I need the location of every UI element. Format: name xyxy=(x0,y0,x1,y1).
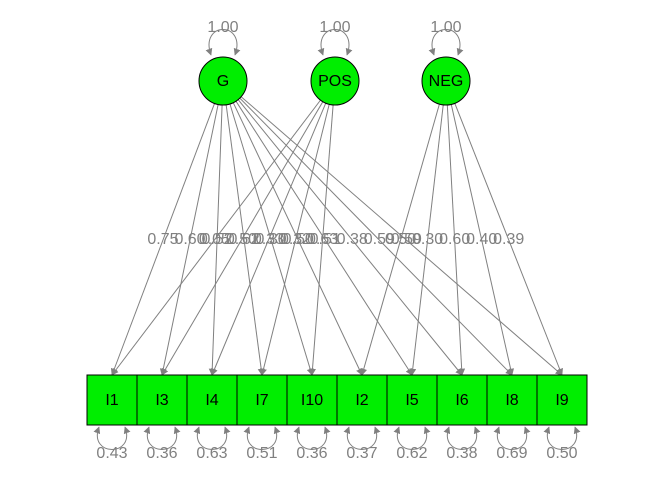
loading-label: 0.39 xyxy=(493,231,524,248)
loading-edge-neg-i5 xyxy=(409,104,444,376)
indicator-label: I2 xyxy=(355,392,368,409)
loading-edge-pos-i1 xyxy=(111,99,321,376)
loading-label: 0.05 xyxy=(199,231,230,248)
loading-edge-g-i2 xyxy=(232,102,363,376)
indicator-label: I8 xyxy=(505,392,518,409)
latent-label: G xyxy=(217,73,229,90)
loading-label: 0.52 xyxy=(201,231,232,248)
residual-loop-i2 xyxy=(343,426,381,450)
loading-edge-pos-i4 xyxy=(211,102,327,376)
indicator-label: I4 xyxy=(205,392,218,409)
loading-edge-neg-i6 xyxy=(446,104,466,376)
loading-label: 0.33 xyxy=(253,231,284,248)
residual-loop-i6 xyxy=(443,426,481,450)
residual-loop-i9 xyxy=(543,426,581,450)
residual-loop-i3 xyxy=(143,426,181,450)
loading-edge-g-i4 xyxy=(208,104,223,376)
indicator-box-i3 xyxy=(136,374,188,426)
loading-label: 0.50 xyxy=(283,231,314,248)
nodes: G POS NEG I1 I3 I4 I7 I10 I2 I5 I6 I8 I9 xyxy=(86,56,588,426)
indicator-box-i4 xyxy=(186,374,238,426)
edge-labels: 0.750.600.520.620.300.500.510.380.590.59… xyxy=(96,19,577,462)
indicator-label: I10 xyxy=(301,392,323,409)
loading-edge-g-i1 xyxy=(110,103,215,376)
variance-loops xyxy=(93,29,581,450)
indicator-box-i5 xyxy=(386,374,438,426)
loading-edge-pos-i3 xyxy=(161,101,324,376)
loading-label: 0.38 xyxy=(337,231,368,248)
residual-label: 0.63 xyxy=(196,445,227,462)
latent-node-neg xyxy=(421,56,471,106)
loading-edge-g-i5 xyxy=(235,100,413,376)
residual-label: 0.62 xyxy=(396,445,427,462)
loading-edges xyxy=(110,96,563,376)
residual-label: 0.69 xyxy=(496,445,527,462)
indicator-box-i2 xyxy=(336,374,388,426)
indicator-label: I6 xyxy=(455,392,468,409)
residual-label: 0.38 xyxy=(446,445,477,462)
loading-label: 0.60 xyxy=(174,231,205,248)
latent-label: NEG xyxy=(429,73,464,90)
variance-label: 1.00 xyxy=(430,19,461,36)
residual-label: 0.51 xyxy=(246,445,277,462)
residual-loop-i7 xyxy=(243,426,281,450)
residual-label: 0.37 xyxy=(346,445,377,462)
residual-loop-i1 xyxy=(93,426,131,450)
variance-loop-pos xyxy=(317,29,353,56)
loading-label: 0.40 xyxy=(466,231,497,248)
indicator-box-i9 xyxy=(536,374,588,426)
variance-loop-g xyxy=(205,29,241,56)
loading-label: 0.50 xyxy=(385,231,416,248)
loading-edge-g-i3 xyxy=(159,104,219,376)
indicator-label: I9 xyxy=(555,392,568,409)
indicator-label: I3 xyxy=(155,392,168,409)
latent-label: POS xyxy=(318,73,352,90)
residual-label: 0.36 xyxy=(296,445,327,462)
loading-edge-g-i6 xyxy=(237,99,463,376)
loading-edge-neg-i8 xyxy=(450,104,515,376)
latent-node-g xyxy=(198,56,248,106)
loading-edge-neg-i9 xyxy=(454,103,563,376)
loading-label: 0.30 xyxy=(256,231,287,248)
indicator-box-i7 xyxy=(236,374,288,426)
variance-label: 1.00 xyxy=(319,19,350,36)
loading-label: 0.50 xyxy=(226,231,257,248)
loading-edge-g-i7 xyxy=(225,104,265,376)
indicator-label: I1 xyxy=(105,392,118,409)
loading-edge-neg-i2 xyxy=(360,103,440,376)
residual-loop-i10 xyxy=(293,426,331,450)
loading-edge-pos-i10 xyxy=(309,104,334,376)
residual-label: 0.43 xyxy=(96,445,127,462)
loading-edge-g-i8 xyxy=(239,97,513,376)
indicator-label: I7 xyxy=(255,392,268,409)
indicator-box-i6 xyxy=(436,374,488,426)
indicator-label: I5 xyxy=(405,392,418,409)
loading-label: 0.59 xyxy=(364,231,395,248)
loading-label: 0.59 xyxy=(391,231,422,248)
loading-label: 0.60 xyxy=(439,231,470,248)
residual-loop-i4 xyxy=(193,426,231,450)
loading-edge-pos-i7 xyxy=(260,104,330,376)
indicator-box-i8 xyxy=(486,374,538,426)
residual-label: 0.50 xyxy=(546,445,577,462)
variance-label: 1.00 xyxy=(207,19,238,36)
loading-edge-g-i10 xyxy=(229,103,314,376)
residual-loop-i8 xyxy=(493,426,531,450)
loading-label: 0.51 xyxy=(310,231,341,248)
latent-node-pos xyxy=(310,56,360,106)
loading-label: 0.30 xyxy=(412,231,443,248)
variance-loop-neg xyxy=(428,29,464,56)
loading-label: 0.62 xyxy=(229,231,260,248)
loading-label: 0.75 xyxy=(147,231,178,248)
residual-label: 0.36 xyxy=(146,445,177,462)
loading-label: 0.63 xyxy=(307,231,338,248)
loading-label: 0.32 xyxy=(280,231,311,248)
residual-loop-i5 xyxy=(393,426,431,450)
